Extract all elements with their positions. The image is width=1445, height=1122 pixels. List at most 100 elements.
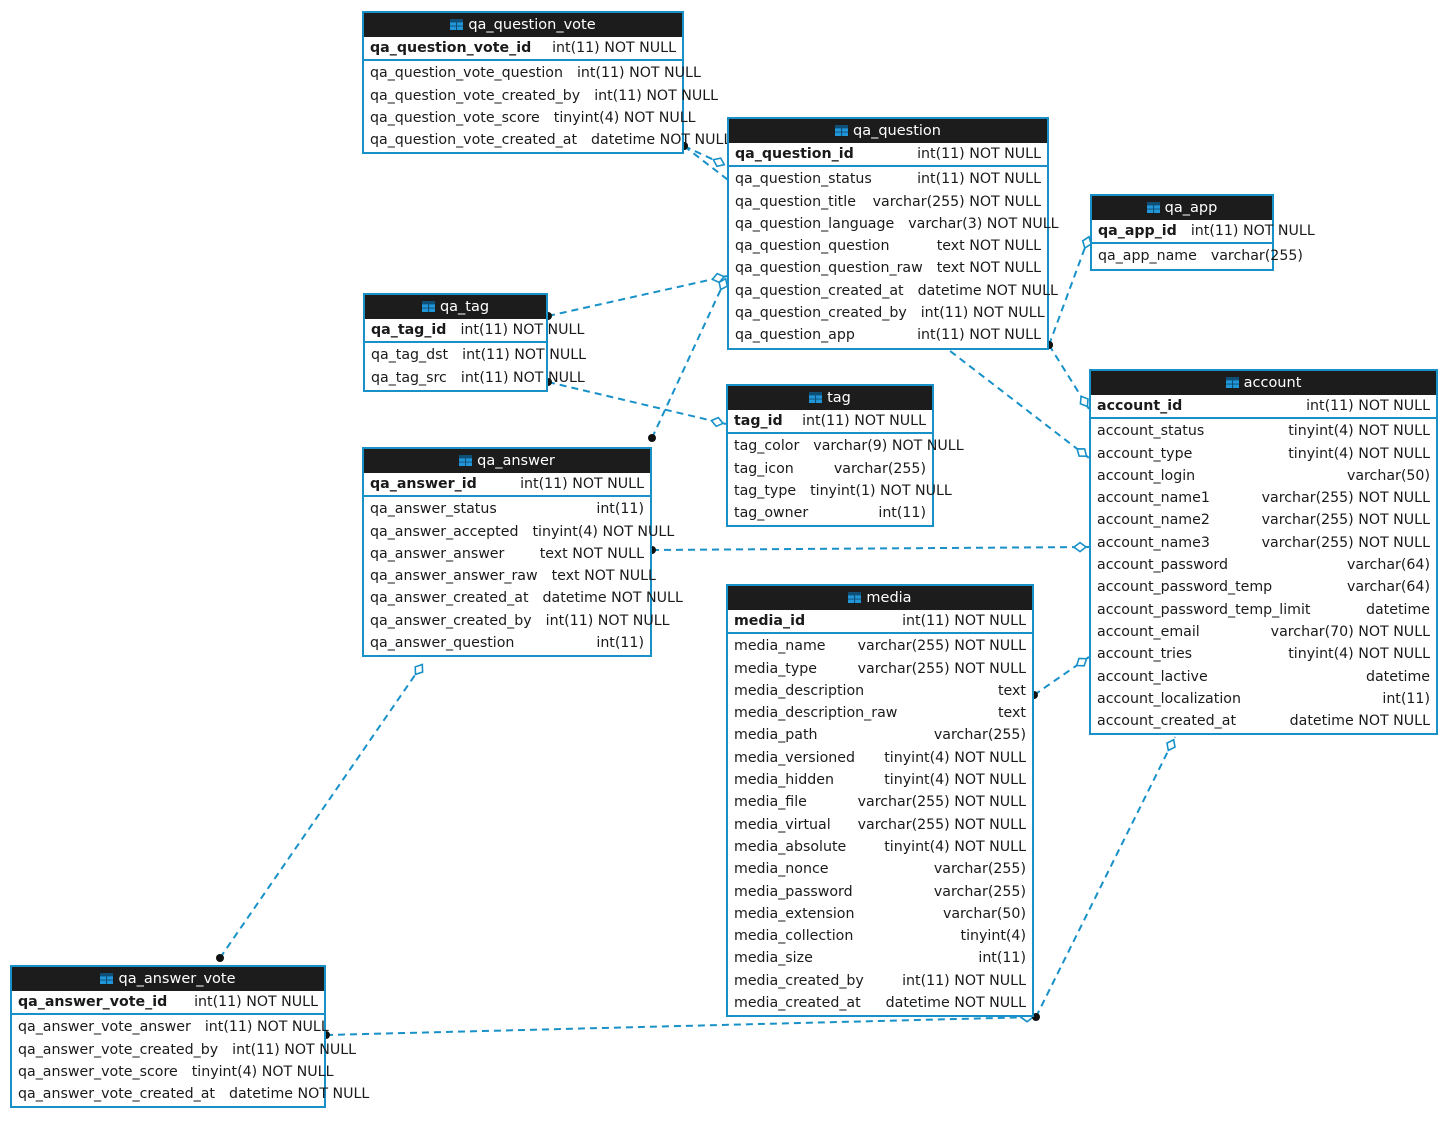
table-header-account[interactable]: account xyxy=(1091,371,1436,395)
table-header-qa_answer[interactable]: qa_answer xyxy=(364,449,650,473)
column-name: qa_question_vote_created_at xyxy=(370,132,578,149)
column-type: datetime xyxy=(1365,601,1430,618)
relationship-target-diamond xyxy=(414,663,424,676)
column-type: varchar(255) NOT NULL xyxy=(857,794,1026,811)
table-header-qa_app[interactable]: qa_app xyxy=(1092,196,1272,220)
column-type: varchar(50) xyxy=(1346,467,1430,484)
table-header-qa_answer_vote[interactable]: qa_answer_vote xyxy=(12,967,324,991)
table-header-qa_question[interactable]: qa_question xyxy=(729,119,1047,143)
table-header-media[interactable]: media xyxy=(728,586,1032,610)
table-header-tag[interactable]: tag xyxy=(728,386,932,410)
column-name: media_absolute xyxy=(734,838,847,855)
column-name: qa_question_vote_id xyxy=(370,40,532,56)
column-name: tag_type xyxy=(734,482,797,499)
relationship-line xyxy=(1033,656,1090,696)
table-header-qa_tag[interactable]: qa_tag xyxy=(365,295,546,319)
column-type: tinyint(4) NOT NULL xyxy=(884,772,1026,789)
table-header-qa_question_vote[interactable]: qa_question_vote xyxy=(364,13,682,37)
column-name: qa_question_question_raw xyxy=(735,260,923,277)
column-name: qa_answer_created_by xyxy=(370,612,532,629)
